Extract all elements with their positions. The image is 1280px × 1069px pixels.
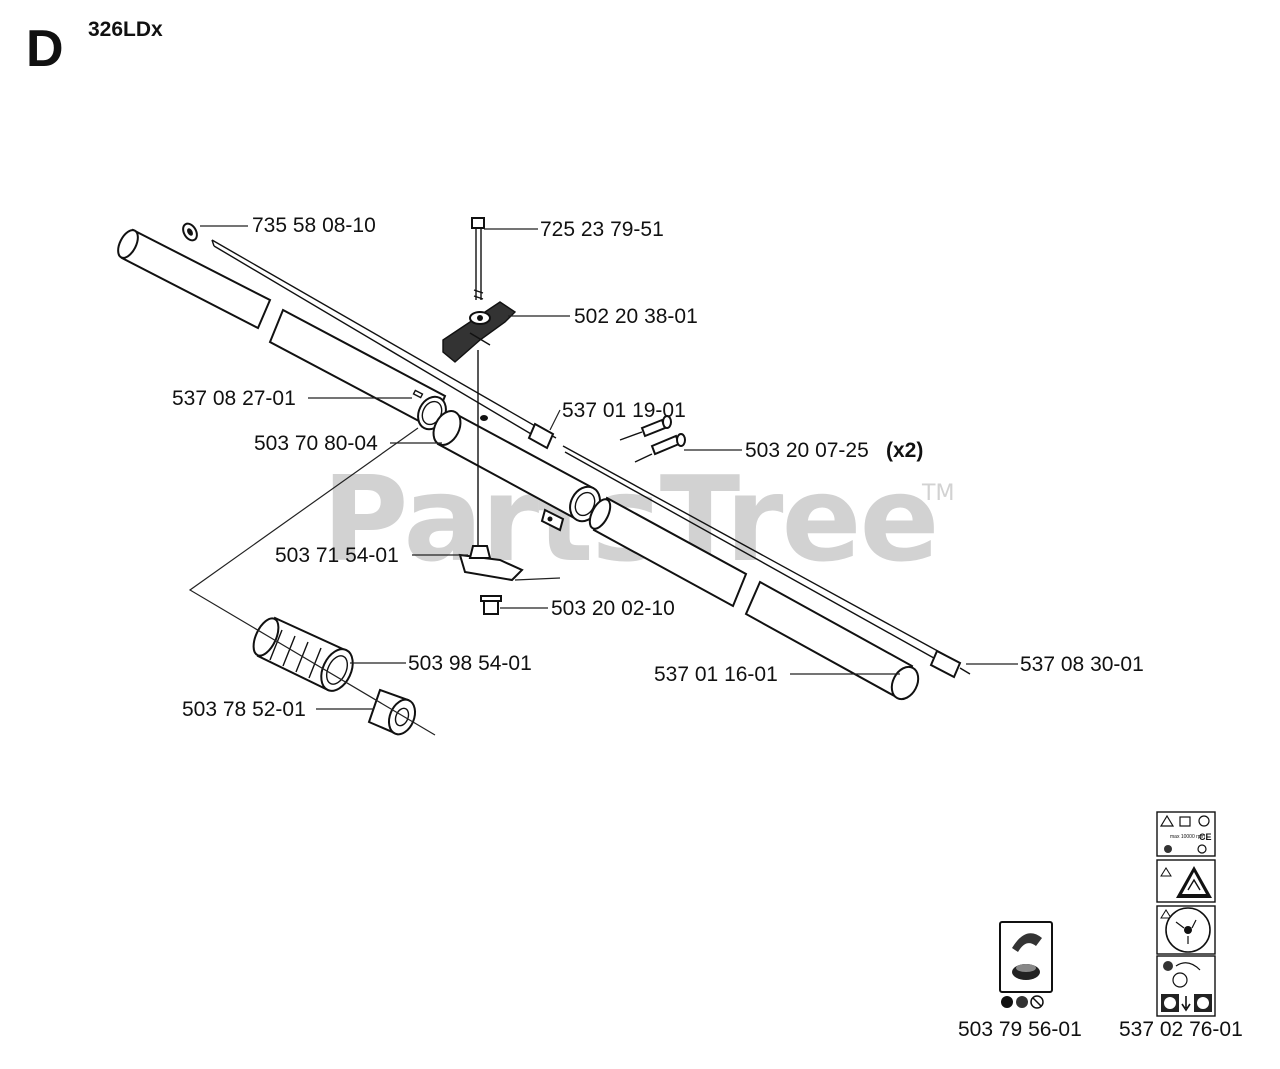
rpm-text: max 10000 rpm [1170,834,1205,840]
warning-triangle-icon [1160,909,1172,919]
decal-warning-sheet: max 10000 rpm CE [1156,811,1216,1017]
part-number-label: 503 70 80-04 [254,432,378,455]
nut-part [367,688,417,736]
screws-part [619,415,686,463]
drive-shaft [211,239,971,679]
part-number-label: 503 78 52-01 [182,698,306,721]
section-letter: D [26,20,64,78]
watermark-trademark: TM [921,481,954,506]
part-number-label: 503 79 56-01 [958,1018,1082,1041]
warning-triangle-icon [1159,814,1175,827]
part-number-label: 537 02 76-01 [1119,1018,1243,1041]
washer-part [182,222,198,242]
clamp-plate-part [458,545,524,582]
part-number-label: 503 98 54-01 [408,652,532,675]
shaft-tube-lower [588,496,920,701]
part-number-label: 503 71 54-01 [275,544,399,567]
short-screw-part [480,595,502,615]
part-number-label: 502 20 38-01 [574,305,698,328]
part-labels: 735 58 08-10 725 23 79-51 502 20 38-01 5… [172,214,1243,1041]
part-number-label: 537 01 19-01 [562,399,686,422]
part-number-label: 735 58 08-10 [252,214,376,237]
part-quantity-label: (x2) [886,439,923,462]
assembly-drawing [117,217,971,736]
part-number-label: 725 23 79-51 [540,218,664,241]
part-number-label: 503 20 07-25 [745,439,869,462]
model-title: 326LDx [88,18,163,41]
part-number-label: 537 08 27-01 [172,387,296,410]
warning-triangle-icon [1160,867,1172,877]
ce-mark: CE [1199,832,1212,842]
part-number-label: 503 20 02-10 [551,597,675,620]
wing-knob-part [442,301,517,363]
leader-lines [200,225,1018,710]
arrow-down-icon [1181,996,1191,1012]
no-entry-icon [1001,996,1013,1008]
helmet-icon [1198,815,1210,827]
part-number-label: 537 01 16-01 [654,663,778,686]
no-entry-icon [1016,996,1028,1008]
part-number-label: 537 08 30-01 [1020,653,1144,676]
decal-trimmer-head [999,921,1053,1009]
long-bolt-part [471,217,485,548]
bearing-holder-part [252,616,354,692]
